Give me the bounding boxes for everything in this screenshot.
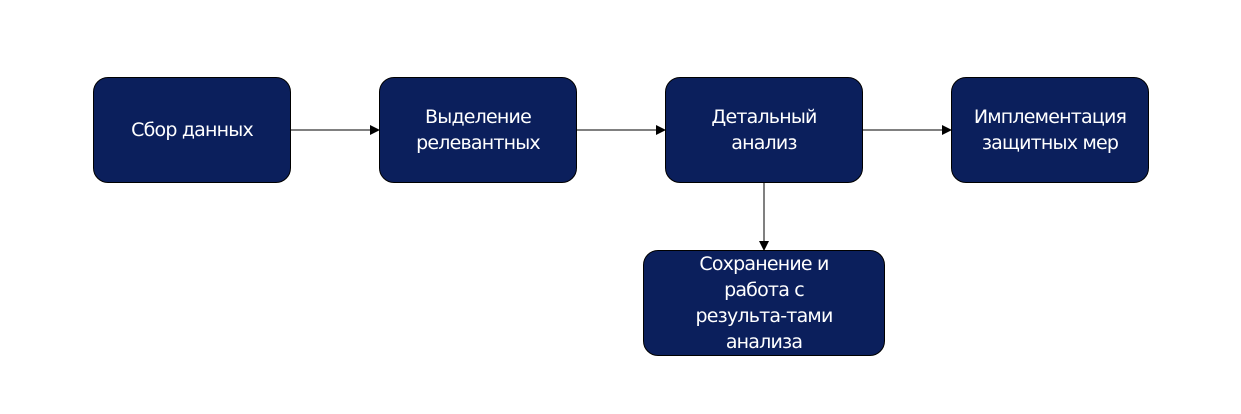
node-select: Выделение релевантных [379,77,577,183]
node-label: Имплементация защитных мер [973,106,1127,154]
node-store: Сохранение и работа с результа-тами анал… [643,250,885,356]
node-label: Выделение релевантных [416,106,541,154]
node-label: Сбор данных [131,119,254,141]
node-collect: Сбор данных [93,77,291,183]
node-analysis: Детальный анализ [665,77,863,183]
node-label: Сохранение и работа с результа-тами анал… [695,253,834,353]
node-implement: Имплементация защитных мер [951,77,1149,183]
node-label: Детальный анализ [711,106,817,154]
